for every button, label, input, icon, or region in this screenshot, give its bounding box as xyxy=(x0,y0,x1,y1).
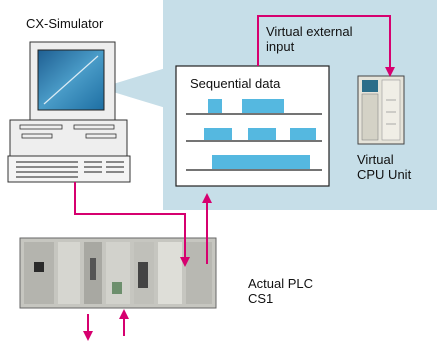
keyboard xyxy=(7,155,131,183)
virtual-cpu-unit xyxy=(357,75,405,145)
sequential-data-label: Sequential data xyxy=(190,76,281,91)
virtual-cpu-label-line2: CPU Unit xyxy=(357,167,412,182)
pulse xyxy=(248,128,276,140)
pulse xyxy=(212,155,310,169)
pulse xyxy=(204,128,232,140)
actual-plc-label-line2: CS1 xyxy=(248,291,274,306)
screen-callout xyxy=(100,64,179,112)
actual-plc xyxy=(19,237,217,309)
actual-plc-label-line1: Actual PLC xyxy=(248,276,314,291)
signal-pulses xyxy=(204,99,316,169)
virtual-input-label-line2: input xyxy=(266,39,295,54)
computer xyxy=(7,41,131,183)
pulse xyxy=(242,99,284,113)
virtual-input-label-line1: Virtual external xyxy=(266,24,353,39)
simulator-label: CX-Simulator xyxy=(26,16,104,31)
virtual-cpu-label-line1: Virtual xyxy=(357,152,394,167)
pulse xyxy=(290,128,316,140)
arrow-simulator-to-plc xyxy=(74,182,190,267)
signal-baselines xyxy=(186,113,322,171)
arrow-virtual-external-input xyxy=(257,15,395,77)
pulse xyxy=(208,99,222,113)
